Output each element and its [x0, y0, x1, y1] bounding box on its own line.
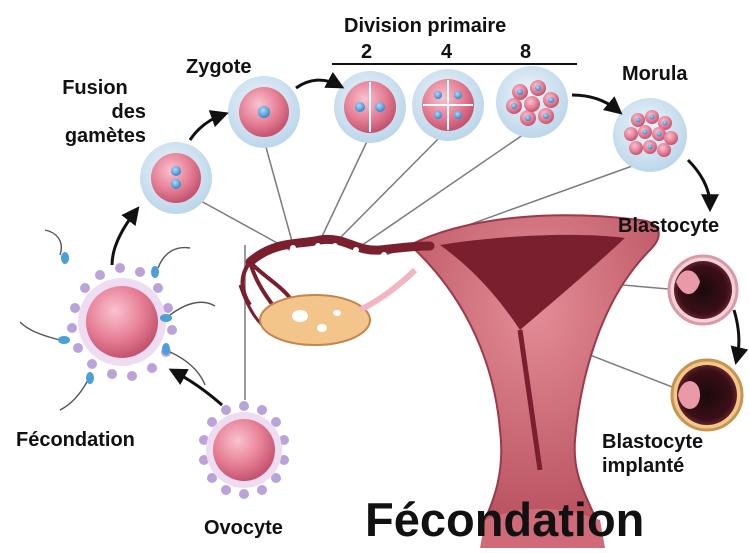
page-title: Fécondation [365, 494, 644, 546]
label-division-primaire: Division primaire [344, 14, 506, 38]
label-blastocyte-implante-line1: Blastocyte [602, 430, 742, 454]
ovary-illustration [260, 270, 415, 345]
label-fusion-line2: des [44, 100, 146, 124]
label-zygote: Zygote [186, 55, 252, 79]
label-fusion-line3: gamètes [44, 124, 146, 148]
label-division-2: 2 [361, 40, 372, 64]
label-fecondation: Fécondation [16, 428, 135, 452]
cell-4 [412, 69, 484, 141]
label-ovocyte: Ovocyte [204, 516, 283, 540]
label-blastocyte: Blastocyte [618, 214, 719, 238]
cell-fusion [140, 142, 212, 214]
cell-zygote [228, 76, 300, 148]
label-blastocyte-implante: Blastocyte implanté [602, 430, 742, 478]
label-morula: Morula [622, 62, 688, 86]
label-fusion: Fusion des gamètes [44, 76, 146, 148]
label-division-4: 4 [441, 40, 452, 64]
cell-morula [613, 98, 687, 172]
label-division-8: 8 [520, 40, 531, 64]
cell-blastocyte [669, 256, 737, 324]
label-blastocyte-implante-line2: implanté [602, 454, 742, 478]
cell-fecondation [20, 230, 215, 410]
cell-ovocyte [199, 401, 289, 499]
cell-blastocyte-implanted [672, 360, 742, 430]
cell-2 [334, 71, 406, 143]
label-fusion-line1: Fusion [44, 76, 146, 100]
cell-8 [496, 66, 568, 138]
